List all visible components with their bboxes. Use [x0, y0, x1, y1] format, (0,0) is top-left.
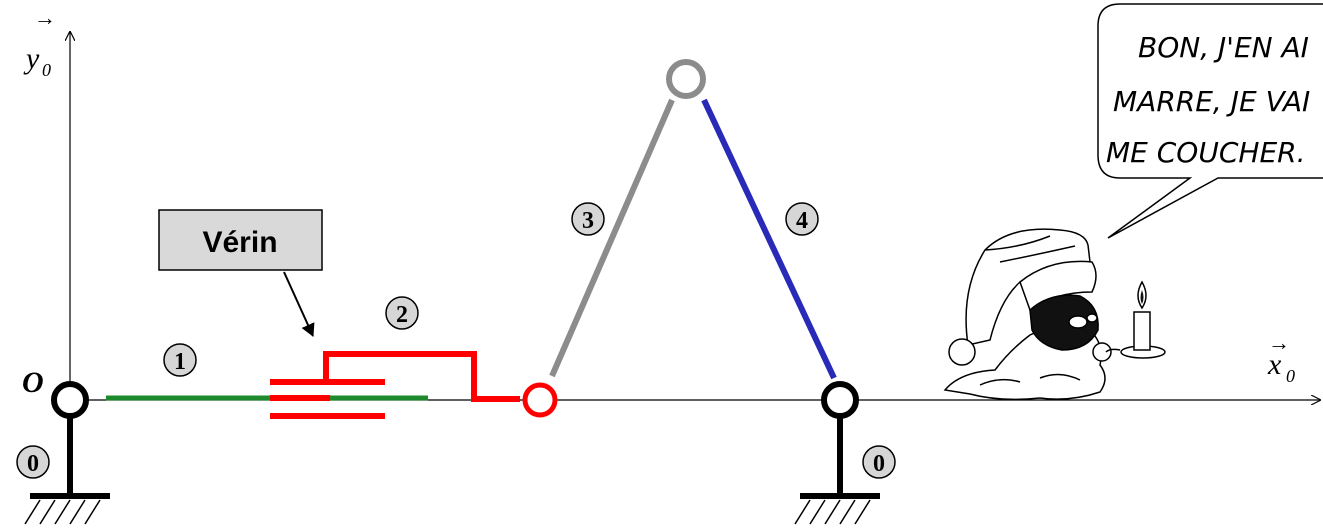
sleepy-character-illustration: [943, 228, 1166, 401]
y-axis-subscript: 0: [42, 60, 51, 80]
svg-text:→: →: [34, 5, 56, 30]
joint-top: [666, 59, 706, 99]
x-axis-label: → x 0: [1267, 330, 1295, 386]
svg-text:4: 4: [796, 208, 808, 234]
origin-label: O: [22, 366, 44, 399]
svg-text:1: 1: [174, 349, 186, 375]
joint-red: [522, 382, 558, 418]
x-axis-subscript: 0: [1286, 366, 1295, 386]
badge-part-2: 2: [385, 296, 419, 330]
ground-left: [24, 418, 110, 525]
svg-text:2: 2: [396, 302, 408, 328]
svg-text:3: 3: [582, 208, 594, 234]
verin-label: Vérin: [202, 226, 277, 259]
badge-part-1: 1: [163, 343, 197, 377]
svg-text:→: →: [1268, 330, 1290, 355]
speech-line-1: BON, J'EN AI: [1138, 31, 1309, 64]
speech-line-3: ME COUCHER.: [1106, 136, 1306, 169]
verin-callout: Vérin: [158, 209, 323, 337]
joint-origin: [51, 381, 89, 419]
joint-ground-right: [821, 381, 859, 419]
ground-right: [794, 418, 880, 525]
speech-line-2: MARRE, JE VAI: [1113, 85, 1310, 118]
badge-ground-right: 0: [862, 445, 896, 479]
speech-bubble: BON, J'EN AI MARRE, JE VAI ME COUCHER.: [1097, 3, 1323, 239]
part-2-cylinder: [270, 351, 520, 419]
badge-ground-left: 0: [16, 445, 50, 479]
svg-text:0: 0: [873, 451, 885, 477]
part-4-link: [701, 98, 837, 380]
y-axis-label: → y 0: [23, 5, 56, 80]
svg-text:0: 0: [27, 451, 39, 477]
y-axis-letter: y: [23, 42, 40, 75]
badge-part-4: 4: [785, 202, 819, 236]
part-3-link: [549, 98, 675, 378]
badge-part-3: 3: [571, 202, 605, 236]
x-axis-letter: x: [1267, 348, 1282, 381]
